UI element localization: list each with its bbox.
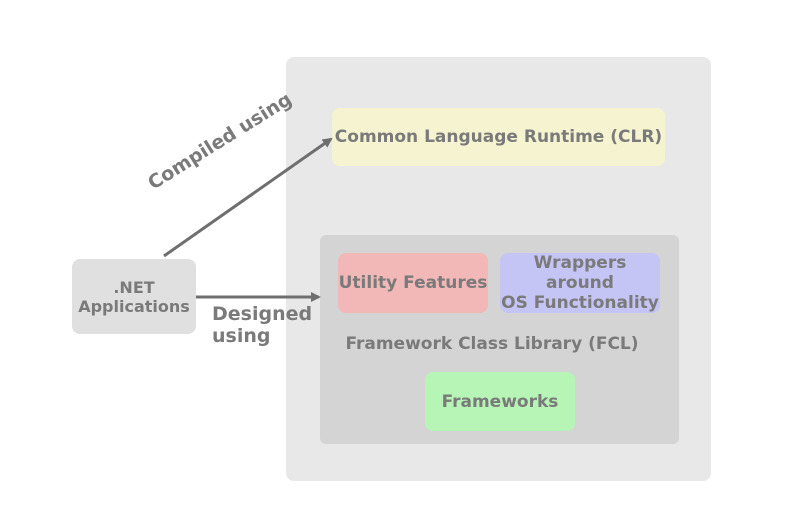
wrappers-label-line1: Wrappers around: [533, 253, 627, 293]
wrappers-label-line2: OS Functionality: [501, 293, 659, 313]
clr-box: Common Language Runtime (CLR): [332, 108, 665, 166]
frameworks-label: Frameworks: [441, 391, 559, 412]
designed-label-line2: using: [212, 325, 271, 347]
fcl-label: Framework Class Library (FCL): [345, 334, 639, 354]
net-label-line2: Applications: [78, 296, 190, 316]
designed-label-line1: Designed: [212, 303, 313, 325]
designed-using-label: Designed using: [212, 303, 312, 347]
net-label-line1: .NET: [113, 277, 155, 297]
compiled-arrow: [163, 137, 333, 258]
clr-label: Common Language Runtime (CLR): [334, 127, 663, 147]
wrappers-label: Wrappers around OS Functionality: [500, 253, 660, 313]
net-applications-box: .NET Applications: [72, 259, 196, 334]
frameworks-box: Frameworks: [425, 372, 575, 431]
wrappers-box: Wrappers around OS Functionality: [500, 253, 660, 313]
utility-features-label: Utility Features: [338, 273, 488, 293]
utility-features-box: Utility Features: [338, 253, 488, 313]
